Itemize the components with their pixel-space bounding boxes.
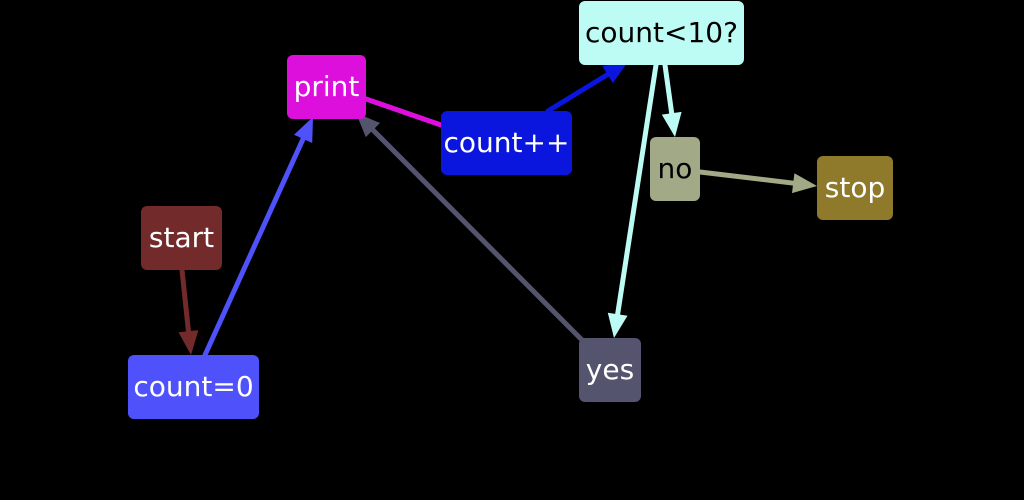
node-yes: yes: [579, 338, 641, 402]
edge-print-to-incr: [363, 96, 444, 128]
node-print-label: print: [293, 70, 360, 103]
arrowhead-cond-to-yes: [607, 312, 628, 338]
arrowhead-cond-to-no: [661, 111, 682, 137]
node-count-increment-label: count++: [443, 126, 570, 159]
node-condition-label: count<10?: [585, 16, 738, 49]
arrowhead-count0-to-print: [294, 117, 313, 143]
node-count-init: count=0: [128, 355, 259, 419]
node-print: print: [287, 55, 366, 119]
node-count-increment: count++: [441, 111, 572, 175]
arrowhead-yes-to-print: [356, 113, 380, 138]
node-no: no: [650, 137, 700, 201]
node-condition: count<10?: [579, 1, 744, 65]
edge-cond-to-yes: [613, 62, 659, 331]
edge-yes-to-print: [360, 117, 585, 343]
arrowhead-start-to-count0: [178, 330, 199, 355]
arrowhead-incr-to-cond: [602, 62, 628, 84]
node-stop-label: stop: [824, 171, 886, 204]
node-stop: stop: [817, 156, 893, 220]
arrowhead-no-to-stop: [792, 173, 817, 194]
node-yes-label: yes: [585, 353, 635, 386]
node-start: start: [141, 206, 222, 270]
node-no-label: no: [657, 152, 693, 185]
node-start-label: start: [148, 221, 215, 254]
edge-count0-to-print: [202, 123, 312, 358]
edge-no-to-stop: [697, 169, 810, 188]
node-count-init-label: count=0: [133, 370, 254, 403]
